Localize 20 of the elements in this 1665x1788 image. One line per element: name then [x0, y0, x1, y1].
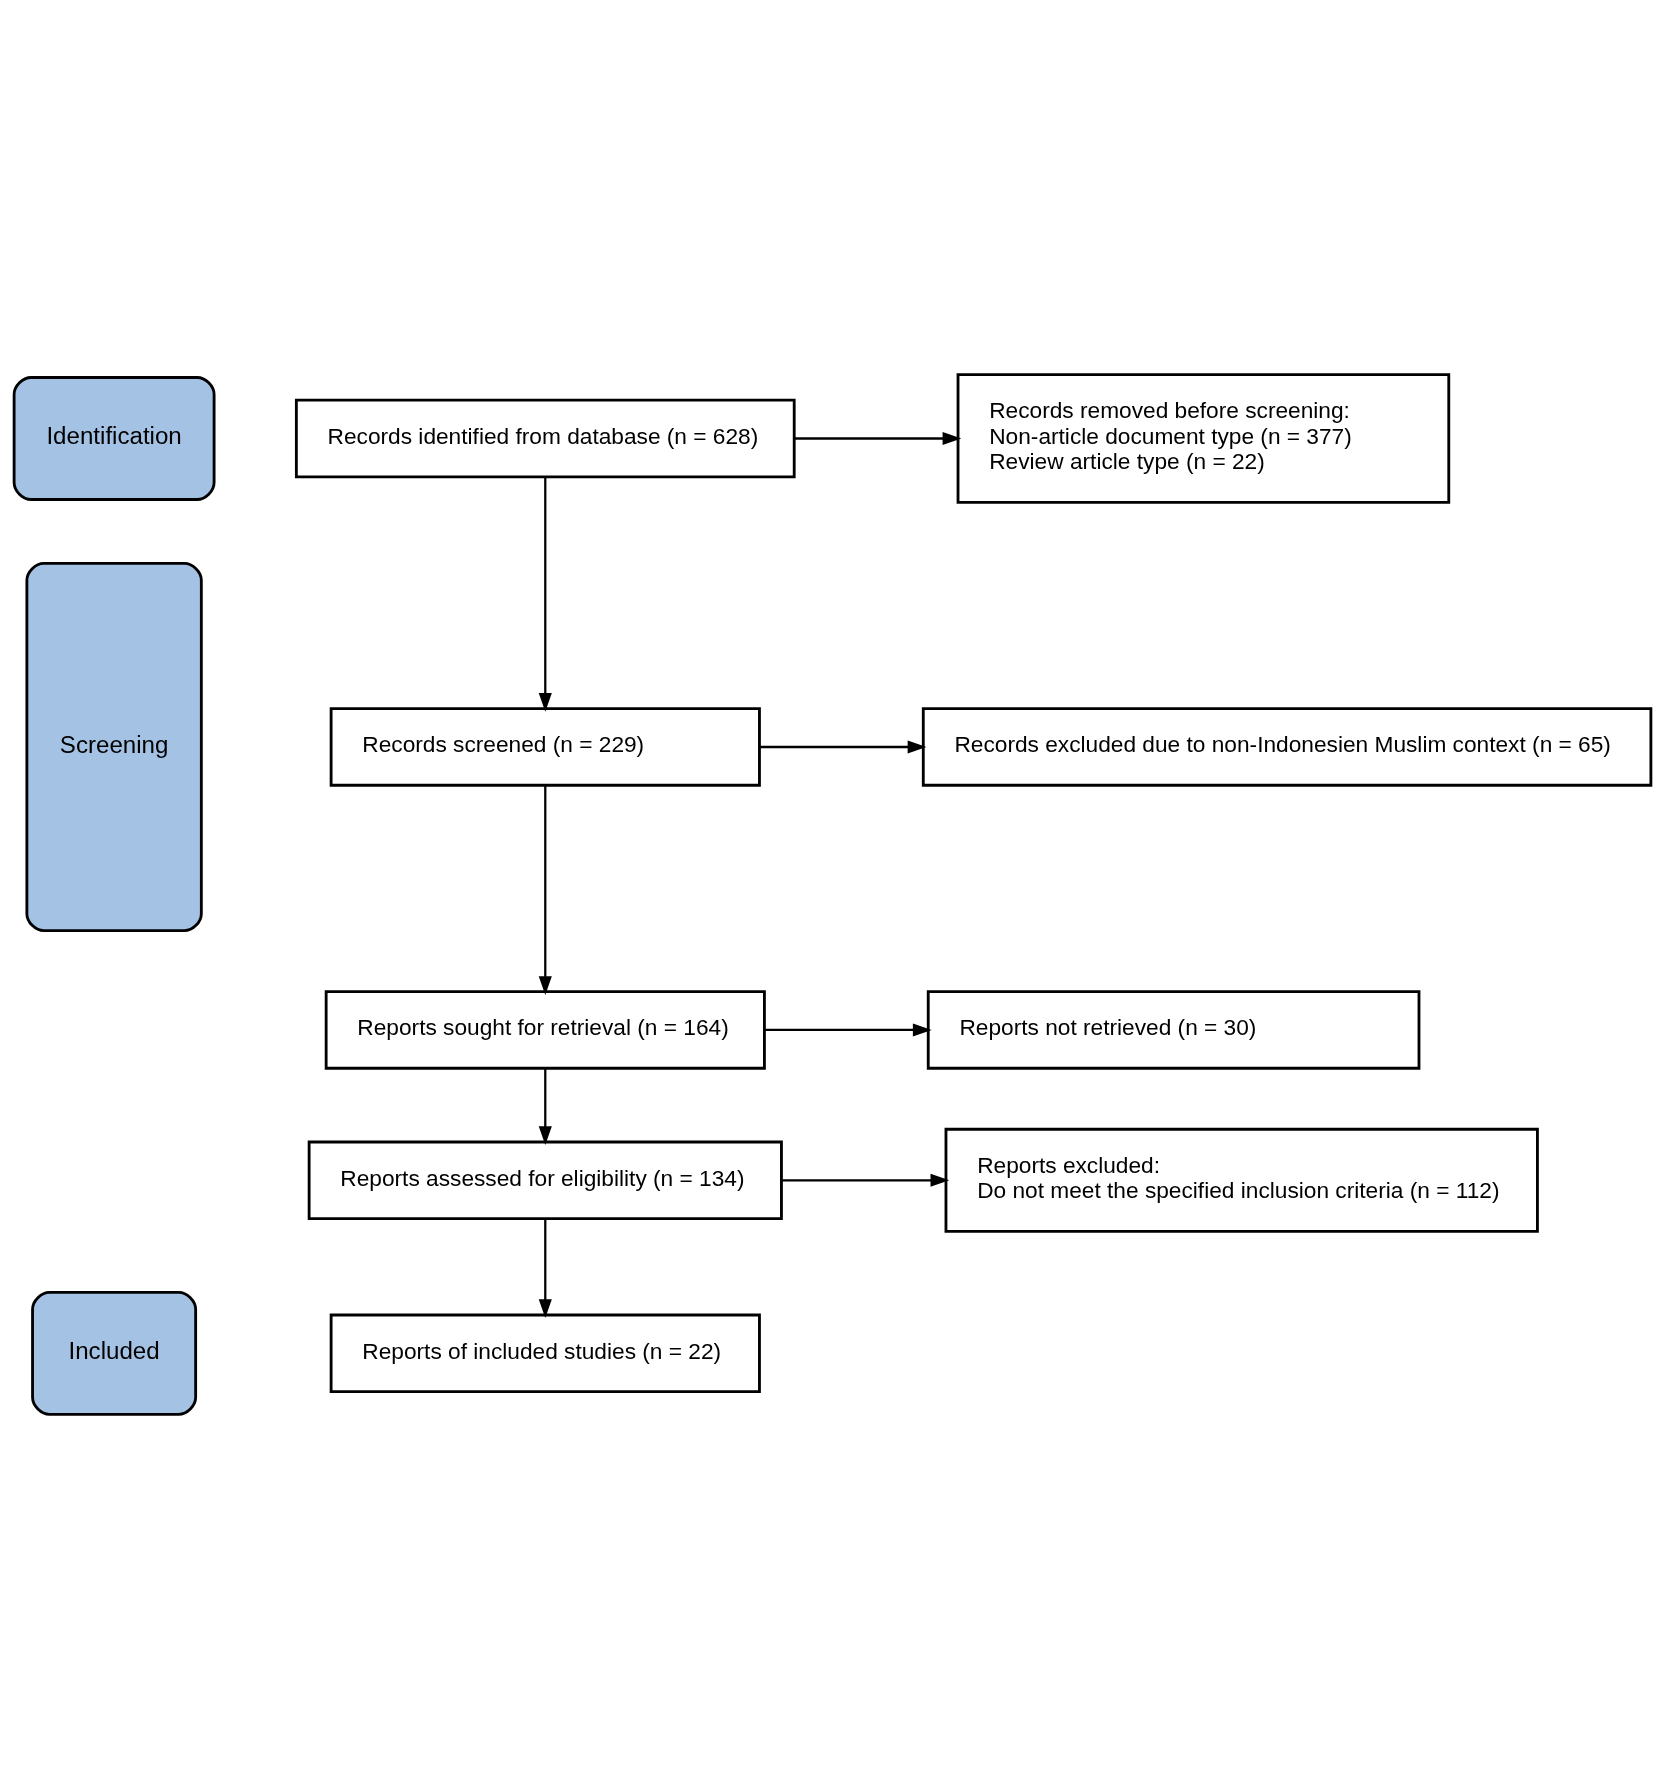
arrow — [764, 1022, 932, 1037]
arrow — [794, 431, 962, 445]
node-box: Records removed before screening: Non-article document type (n = 377) Review article type (n = 22) — [956, 372, 1451, 504]
arrow — [781, 1173, 950, 1187]
arrow — [538, 1068, 552, 1145]
node-box: Records identified from database (n = 628) — [294, 398, 796, 478]
node-box: Screening — [25, 561, 203, 932]
node-box: Reports excluded: Do not meet the specified inclusion criteria (n = 112) — [944, 1127, 1539, 1233]
node-box: Reports not retrieved (n = 30) — [926, 989, 1421, 1070]
node-box: Included — [31, 1290, 198, 1416]
arrow — [538, 785, 552, 995]
node-box: Identification — [12, 375, 216, 501]
node-box: Reports of included studies (n = 22) — [329, 1313, 761, 1393]
arrow — [538, 476, 552, 712]
node-box: Records excluded due to non-Indonesien Muslim context (n = 65) — [921, 706, 1653, 787]
node-box: Records screened (n = 229) — [329, 706, 761, 787]
node-box: Reports assessed for eligibility (n = 134) — [307, 1140, 783, 1220]
arrow — [538, 1218, 552, 1318]
node-box: Reports sought for retrieval (n = 164) — [324, 989, 766, 1070]
arrow — [759, 739, 927, 754]
